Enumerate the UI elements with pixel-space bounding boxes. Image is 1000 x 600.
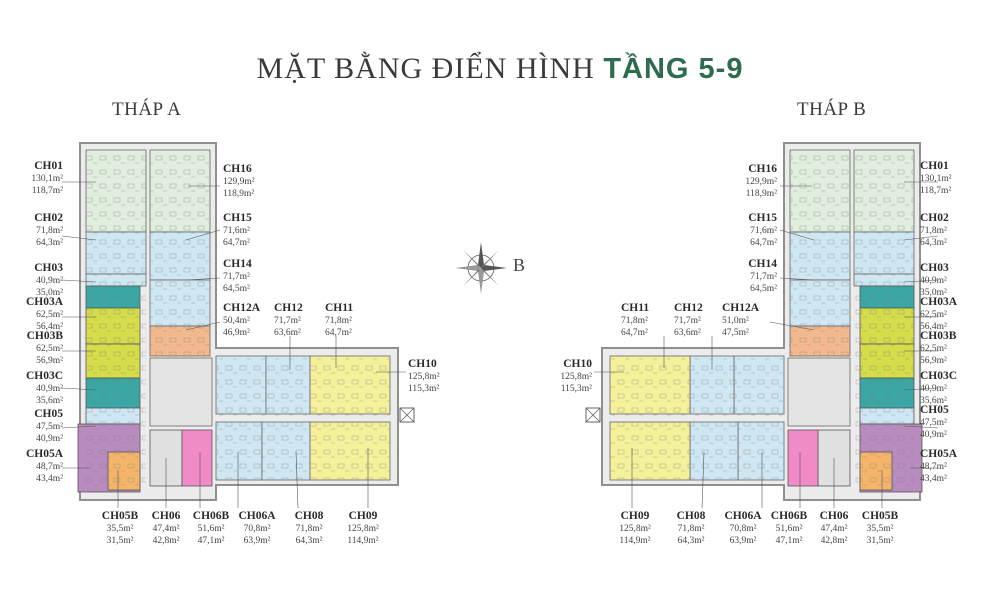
unit-b-ch06b <box>787 429 819 487</box>
compass-icon <box>455 242 507 294</box>
title-highlight: TẦNG 5-9 <box>603 53 744 85</box>
tower-a-heading: THÁP A <box>112 99 182 120</box>
page-title: MẶT BẰNG ĐIỂN HÌNH TẦNG 5-9 <box>0 52 1000 86</box>
tower-a-plan <box>77 142 415 501</box>
tower-b-plan <box>585 142 923 501</box>
core-a <box>149 357 213 427</box>
title-main: MẶT BẰNG ĐIỂN HÌNH <box>256 52 604 85</box>
compass-north-letter: B <box>513 255 526 275</box>
unit-a-ch06b <box>181 429 213 487</box>
tower-b-heading: THÁP B <box>797 99 867 120</box>
core-b <box>787 357 851 427</box>
leader-lines-a <box>61 181 406 509</box>
leader-lines-b <box>594 181 939 509</box>
